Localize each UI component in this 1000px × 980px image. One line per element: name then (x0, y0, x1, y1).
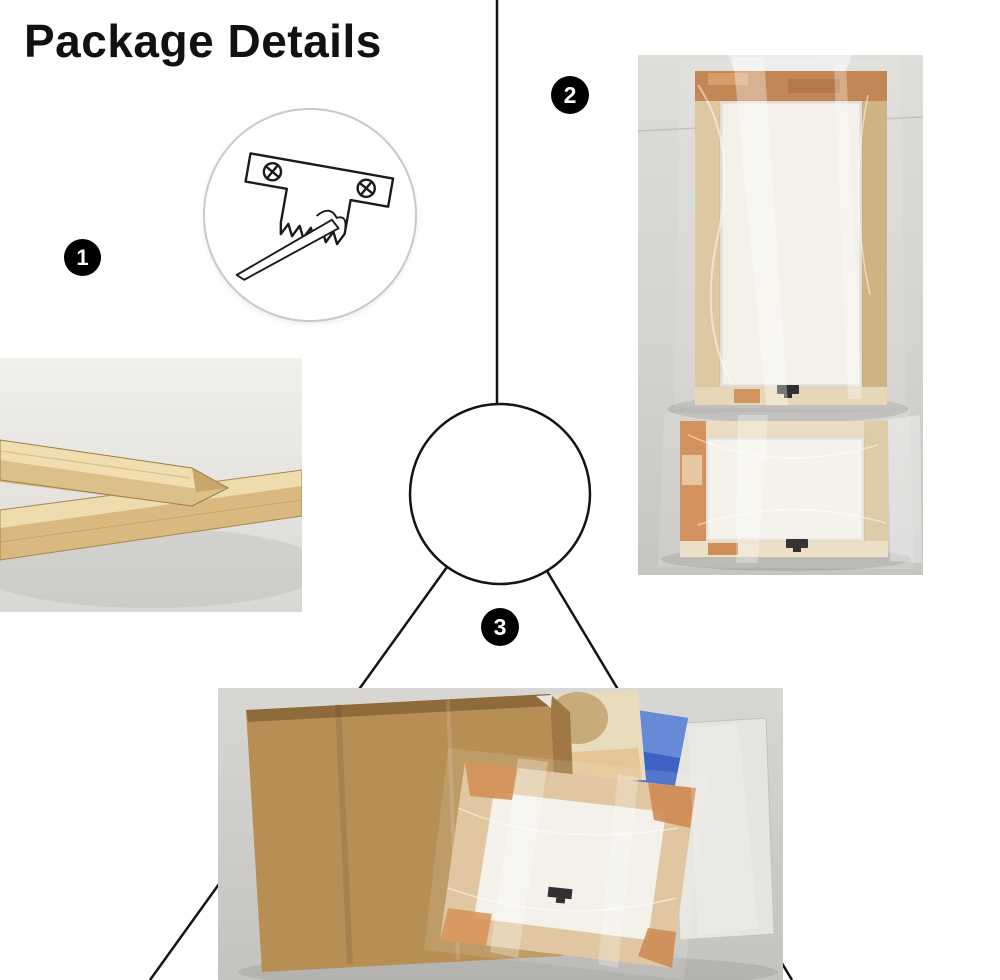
plastic-wrap-bottom (658, 411, 922, 569)
back-facing-frame (440, 762, 696, 968)
plastic-wrap (424, 724, 758, 980)
photo-box-with-canvases (218, 688, 783, 980)
step-badge-3: 3 (481, 608, 519, 646)
photo-wood-frame-corner (0, 358, 302, 612)
plastic-wrap-top (674, 55, 906, 411)
step-badge-2: 2 (551, 76, 589, 114)
wood-bar-mitered (0, 439, 230, 507)
photo-wrapped-frames (638, 55, 923, 575)
sawtooth-hanger-icon (235, 152, 395, 281)
sawtooth-hanger-hardware (547, 886, 573, 904)
sawtooth-hanger-hardware (786, 539, 808, 552)
hanging-nail (235, 218, 340, 281)
step-badge-1: 1 (64, 239, 101, 276)
page-title: Package Details (24, 15, 382, 67)
wrapped-frame-bottom (680, 421, 888, 557)
sawtooth-hanger-hardware (777, 385, 799, 398)
hanger-callout (203, 108, 417, 322)
center-circle (408, 402, 592, 586)
wrapped-frame-top (695, 71, 887, 405)
